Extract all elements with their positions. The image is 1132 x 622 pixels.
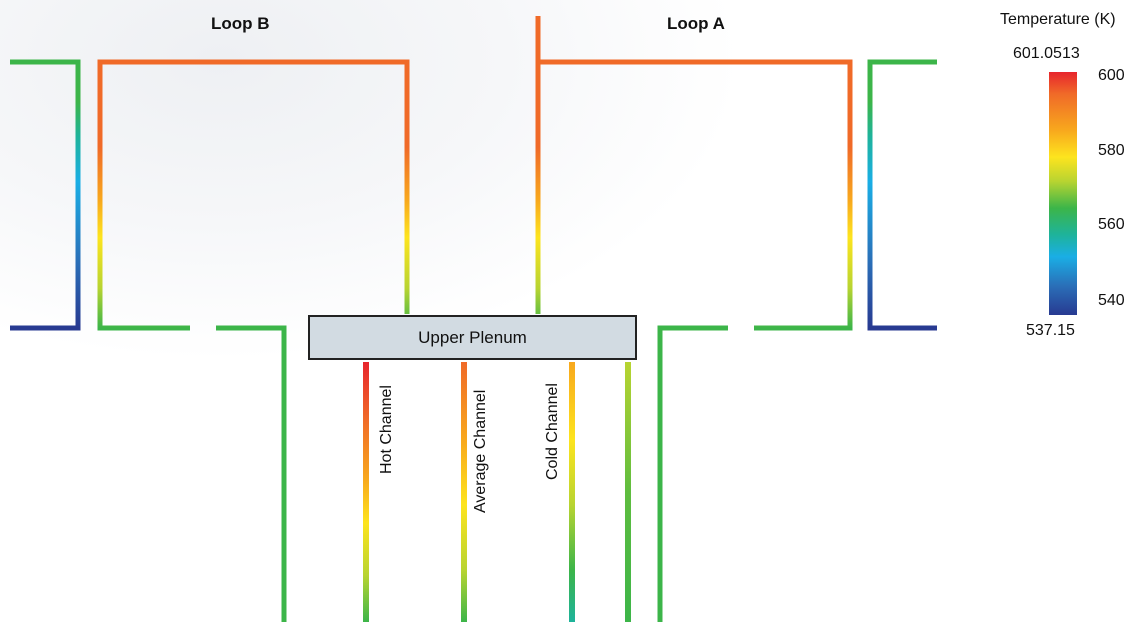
loop-b-outer-pipe — [10, 59, 81, 331]
loop-b-hot-leg-pipe — [97, 59, 410, 331]
cold-channel-label: Cold Channel — [544, 383, 561, 480]
loop-b-title: Loop B — [211, 14, 270, 33]
legend-tick: 580 — [1098, 142, 1125, 159]
loop-a-outer-pipe — [867, 59, 937, 331]
legend-min-value: 537.15 — [1026, 322, 1075, 339]
upper-plenum-label: Upper Plenum — [418, 327, 527, 347]
legend-max-value: 601.0513 — [1013, 45, 1080, 62]
temperature-colorbar — [1049, 72, 1077, 315]
hot-channel-label: Hot Channel — [378, 385, 395, 474]
legend-tick: 560 — [1098, 216, 1125, 233]
loop-a-title: Loop A — [667, 14, 725, 33]
average-channel-label: Average Channel — [472, 389, 489, 513]
loop-a-hot-leg-pipe — [535, 59, 853, 331]
legend-tick: 600 — [1098, 67, 1125, 84]
loop-b-downcomer-pipe — [216, 325, 287, 622]
upper-plenum-box: Upper Plenum — [308, 315, 637, 360]
loop-a-downcomer-pipe — [657, 325, 728, 622]
legend-tick: 540 — [1098, 292, 1125, 309]
legend-title: Temperature (K) — [1000, 11, 1116, 28]
